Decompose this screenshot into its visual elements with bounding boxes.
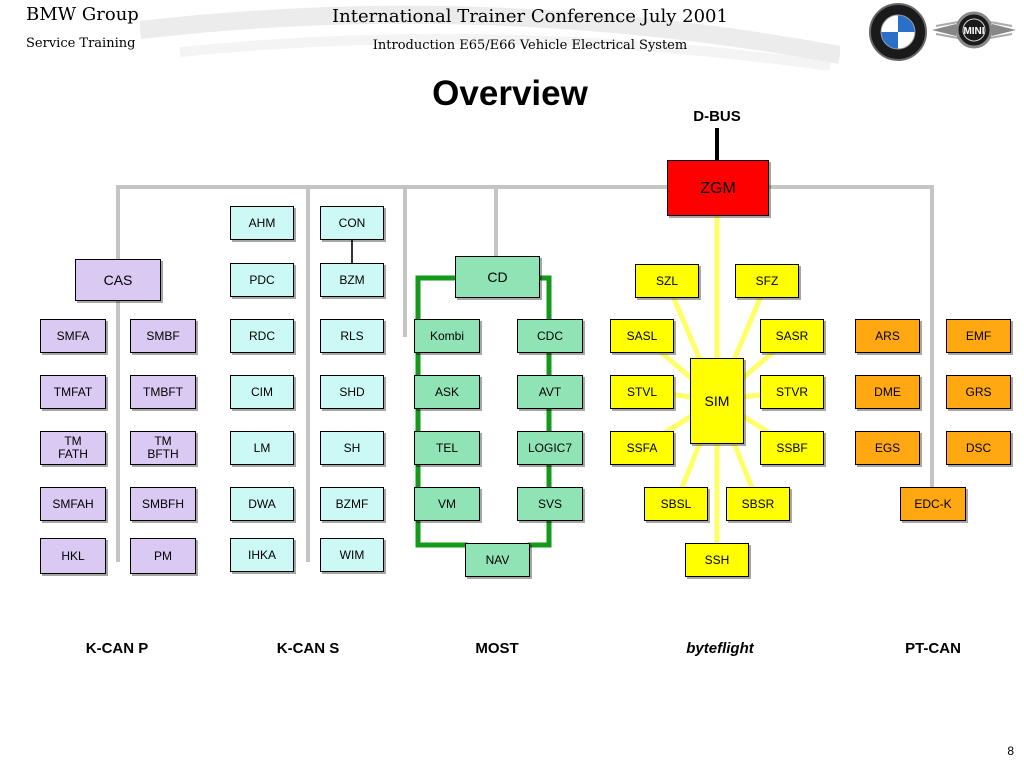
node-sfz: SFZ (735, 264, 799, 298)
node-smbfh: SMBFH (130, 487, 196, 521)
node-con: CON (320, 206, 384, 240)
node-sasr: SASR (760, 319, 824, 353)
node-zgm: ZGM (667, 160, 769, 216)
node-sim: SIM (690, 358, 744, 444)
bus-label-kcanp: K-CAN P (85, 640, 149, 657)
node-dme: DME (855, 375, 920, 409)
node-tmbft: TMBFT (130, 375, 196, 409)
node-ssbf: SSBF (760, 431, 824, 465)
node-sbsr: SBSR (726, 487, 790, 521)
node-emf: EMF (946, 319, 1011, 353)
node-cim: CIM (230, 375, 294, 409)
node-avt: AVT (517, 375, 583, 409)
bus-label-byteflight: byteflight (686, 640, 754, 657)
node-smbf: SMBF (130, 319, 196, 353)
mini-logo: MINI (932, 11, 1016, 49)
node-edc-k: EDC-K (900, 487, 966, 521)
node-hkl: HKL (40, 538, 106, 574)
node-bzmf: BZMF (320, 487, 384, 521)
node-rdc: RDC (230, 319, 294, 353)
node-ahm: AHM (230, 206, 294, 240)
header-swoosh (140, 5, 840, 70)
node-tm-bfth: TM BFTH (130, 431, 196, 465)
node-sasl: SASL (610, 319, 674, 353)
bus-label-ptcan: PT-CAN (905, 640, 961, 657)
node-lm: LM (230, 431, 294, 465)
node-tm-fath: TM FATH (40, 431, 106, 465)
node-bzm: BZM (320, 263, 384, 297)
node-cdc: CDC (517, 319, 583, 353)
node-stvr: STVR (760, 375, 824, 409)
node-pm: PM (130, 538, 196, 574)
svg-text:MINI: MINI (963, 26, 984, 37)
node-stvl: STVL (610, 375, 674, 409)
node-tmfat: TMFAT (40, 375, 106, 409)
bus-label-kcans: K-CAN S (276, 640, 340, 657)
node-rls: RLS (320, 319, 384, 353)
node-smfa: SMFA (40, 319, 106, 353)
node-ars: ARS (855, 319, 920, 353)
page-title: Overview (432, 74, 588, 113)
bus-label-most: MOST (475, 640, 519, 657)
node-cd: CD (455, 256, 540, 298)
node-logic7: LOGIC7 (517, 431, 583, 465)
node-shd: SHD (320, 375, 384, 409)
node-dsc: DSC (946, 431, 1011, 465)
page-number: 8 (1007, 744, 1014, 758)
node-ssfa: SSFA (610, 431, 674, 465)
node-dwa: DWA (230, 487, 294, 521)
node-cas: CAS (75, 259, 161, 301)
node-ask: ASK (414, 375, 480, 409)
node-sbsl: SBSL (644, 487, 708, 521)
presentation-subtitle: Introduction E65/E66 Vehicle Electrical … (372, 38, 688, 53)
dbus-label: D-BUS (693, 108, 741, 125)
node-tel: TEL (414, 431, 480, 465)
node-kombi: Kombi (414, 319, 480, 353)
node-svs: SVS (517, 487, 583, 521)
node-egs: EGS (855, 431, 920, 465)
node-smfah: SMFAH (40, 487, 106, 521)
node-vm: VM (414, 487, 480, 521)
node-grs: GRS (946, 375, 1011, 409)
bmw-logo (869, 3, 927, 61)
node-wim: WIM (320, 538, 384, 572)
node-nav: NAV (465, 543, 530, 577)
node-sh: SH (320, 431, 384, 465)
node-szl: SZL (635, 264, 699, 298)
company-name: BMW Group (26, 4, 139, 25)
node-ihka: IHKA (230, 538, 294, 572)
node-ssh: SSH (685, 543, 749, 577)
conference-title: International Trainer Conference July 20… (332, 6, 728, 27)
department-name: Service Training (26, 36, 136, 51)
node-pdc: PDC (230, 263, 294, 297)
